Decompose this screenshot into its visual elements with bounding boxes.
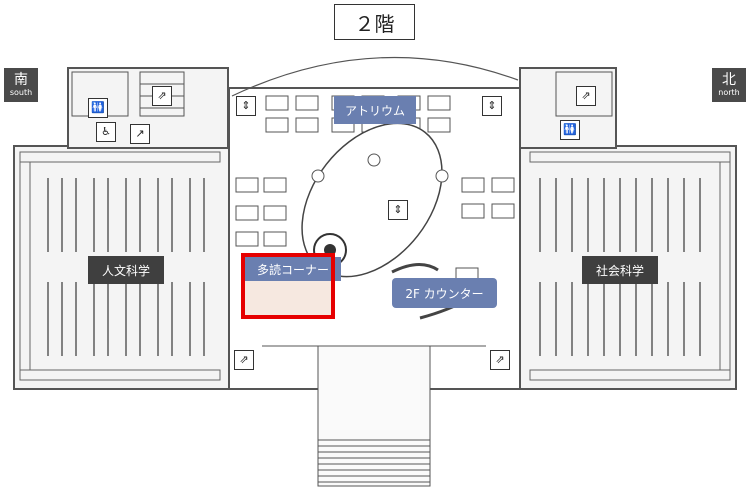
south-kanji: 南	[14, 71, 28, 88]
toilet-icon: 🚻	[88, 98, 108, 118]
accessible-toilet-icon: ♿	[96, 122, 116, 142]
column	[311, 169, 325, 183]
bookshelves-social-sciences	[539, 178, 701, 356]
floor-title: ２階	[334, 4, 415, 40]
column	[367, 153, 381, 167]
baby-care-icon: ↗	[130, 124, 150, 144]
north-english: north	[718, 87, 740, 97]
south-english: south	[9, 87, 33, 97]
south-indicator: 南 south	[4, 68, 38, 102]
entrance-stairway	[262, 345, 486, 487]
perimeter-shelves-left	[19, 151, 221, 381]
north-indicator: 北 north	[712, 68, 746, 102]
perimeter-shelves-right	[529, 151, 731, 381]
stairs-icon: ⇗	[152, 86, 172, 106]
elevator-icon: ⇕	[482, 96, 502, 116]
elevator-icon: ⇕	[388, 200, 408, 220]
stairs-icon: ⇗	[490, 350, 510, 370]
north-kanji: 北	[722, 71, 736, 88]
social-sciences-label[interactable]: 社会科学	[582, 256, 658, 284]
atrium-arc	[231, 56, 519, 97]
elevator-icon: ⇕	[236, 96, 256, 116]
stairs-icon: ⇗	[234, 350, 254, 370]
toilet-icon: 🚻	[560, 120, 580, 140]
multi-reading-corner-label[interactable]: 多読コーナー	[245, 257, 341, 281]
column	[435, 169, 449, 183]
atrium-label[interactable]: アトリウム	[334, 96, 416, 124]
bookshelves-humanities	[47, 178, 205, 356]
humanities-label[interactable]: 人文科学	[88, 256, 164, 284]
stairs-icon: ⇗	[576, 86, 596, 106]
counter-2f-label[interactable]: 2F カウンター	[392, 278, 497, 308]
highlight-frame	[241, 253, 335, 319]
